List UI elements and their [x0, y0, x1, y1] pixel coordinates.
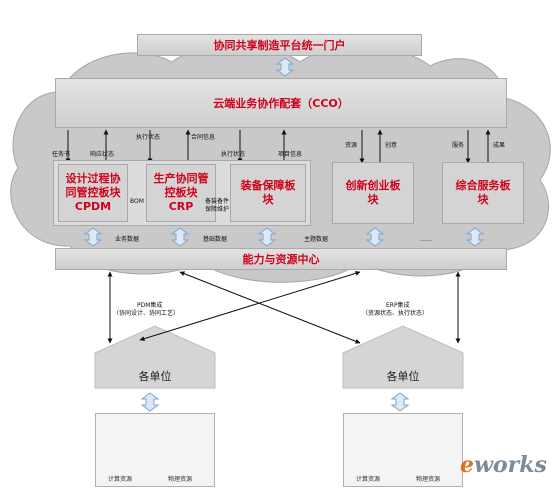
label-response-status: 响应状态 — [90, 151, 115, 158]
module-crp: 生产协同管 控板块 CRP — [146, 164, 216, 222]
label-equip-parts-2: 保障维护 — [205, 206, 230, 213]
block-arrow-innov-res — [365, 227, 385, 247]
module-cpdm-line2: 同管控板块 — [65, 186, 121, 199]
unit-title-left: 各单位 — [138, 370, 172, 383]
caption-physical-left: 物理资源 — [168, 476, 193, 483]
block-arrow-unit-left — [140, 392, 160, 412]
label-theme-data: 主题数据 — [304, 236, 329, 243]
arrow-erp-cross — [179, 271, 361, 344]
label-base-data: 基础数据 — [203, 236, 228, 243]
label-service: 服务 — [452, 142, 465, 149]
block-arrow-cpdm-res — [83, 227, 103, 247]
caption-compute-left: 计算资源 — [108, 476, 133, 483]
module-crp-line3: CRP — [168, 200, 194, 213]
module-service-line2: 块 — [477, 193, 489, 206]
block-arrow-portal-cco — [275, 57, 295, 77]
module-equip-line1: 装备保障板 — [240, 179, 296, 192]
caption-physical-right: 物理资源 — [416, 476, 441, 483]
unit-title-right: 各单位 — [386, 370, 420, 383]
module-innov-line2: 块 — [367, 193, 379, 206]
module-crp-line1: 生产协同管 — [153, 172, 209, 185]
module-service: 综合服务板 块 — [442, 162, 524, 224]
module-innov-line1: 创新创业板 — [345, 179, 401, 192]
module-cpdm: 设计过程协 同管控板块 CPDM — [58, 164, 128, 222]
label-task-book: 任务书 — [52, 151, 71, 158]
label-resource: 资源 — [345, 142, 358, 149]
label-ellipsis: …… — [420, 236, 432, 243]
block-arrow-service-res — [465, 227, 485, 247]
block-arrow-group — [83, 57, 485, 412]
label-project-info: 项目信息 — [278, 151, 303, 158]
portal-bar: 协同共享制造平台统一门户 — [137, 34, 422, 56]
block-arrow-unit-right — [390, 392, 410, 412]
label-bom: BOM — [130, 198, 144, 205]
block-arrow-crp-res — [170, 227, 190, 247]
module-service-line1: 综合服务板 — [455, 179, 511, 192]
portal-label: 协同共享制造平台统一门户 — [213, 39, 346, 52]
label-erp-integration: ERP集成 — [386, 302, 410, 309]
module-innov: 创新创业板 块 — [332, 162, 414, 224]
resource-center-bar: 能力与资源中心 — [55, 248, 507, 270]
label-pdm-integration: PDM集成 — [137, 302, 163, 309]
label-result: 成果 — [493, 142, 506, 149]
module-crp-line2: 控板块 — [164, 186, 198, 199]
label-erp-detail: （资源状态、执行状态） — [362, 310, 429, 317]
unit-house-right — [342, 325, 464, 389]
unit-site-right — [343, 413, 463, 487]
cco-label: 云端业务协作配套（CCO） — [213, 97, 349, 110]
resource-center-label: 能力与资源中心 — [242, 253, 320, 266]
block-arrow-equip-res — [257, 227, 277, 247]
thin-arrow-group — [65, 129, 491, 344]
module-cpdm-line3: CPDM — [74, 200, 112, 213]
label-equip-parts-1: 备装备件 — [205, 198, 230, 205]
cco-bar: 云端业务协作配套（CCO） — [55, 78, 507, 128]
module-equip: 装备保障板 块 — [230, 164, 306, 222]
label-exec-status-2: 执行状态 — [221, 151, 246, 158]
label-exec-status-1: 执行状态 — [136, 134, 161, 141]
unit-site-left — [95, 413, 215, 487]
label-pdm-detail: （协同设计、协同工艺） — [113, 310, 180, 317]
caption-compute-right: 计算资源 — [356, 476, 381, 483]
label-contract-info: 合同信息 — [191, 134, 216, 141]
label-business-data: 业务数据 — [115, 236, 140, 243]
label-innovation: 创意 — [385, 142, 398, 149]
module-cpdm-line1: 设计过程协 — [65, 172, 121, 185]
eworks-logo: eworks — [460, 452, 547, 478]
module-equip-line2: 块 — [262, 193, 274, 206]
